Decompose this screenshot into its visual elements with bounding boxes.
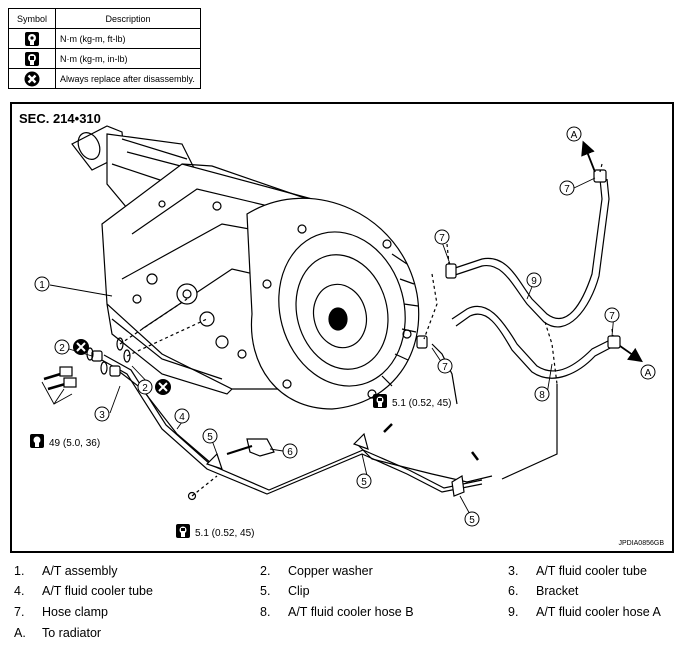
svg-text:8: 8 — [539, 390, 545, 401]
legend-item: 9.A/T fluid cooler hose A — [508, 605, 661, 619]
callout-5c: 5 — [464, 511, 480, 527]
legend-item: 1.A/T assembly — [14, 564, 118, 578]
legend-item: 2.Copper washer — [260, 564, 373, 578]
svg-text:7: 7 — [442, 362, 448, 373]
callout-7b: 7 — [434, 229, 450, 245]
torque-wrench-small-icon — [25, 51, 39, 66]
figure-code: JPDIA0856GB — [618, 540, 664, 547]
svg-text:5: 5 — [361, 477, 367, 488]
callout-2b: 2 — [137, 379, 153, 395]
torque-label-5-1-lower: 5.1 (0.52, 45) — [176, 524, 254, 539]
legend-item: 6.Bracket — [508, 584, 579, 598]
description-cell: N·m (kg-m, ft-lb) — [55, 28, 201, 49]
replace-x-icon — [73, 339, 89, 355]
svg-text:7: 7 — [439, 233, 445, 244]
callout-1: 1 — [34, 276, 50, 292]
symbol-cell — [8, 48, 56, 69]
legend-item: 8.A/T fluid cooler hose B — [260, 605, 414, 619]
transmission-drawing: 1 2 2 3 4 5 5 5 6 7 7 7 7 8 9 A A — [30, 125, 656, 539]
description-cell: Always replace after disassembly. — [55, 68, 201, 89]
callout-2a: 2 — [54, 339, 70, 355]
svg-text:5: 5 — [207, 432, 213, 443]
svg-text:4: 4 — [179, 412, 185, 423]
leader-lines — [41, 177, 615, 519]
legend-item: A.To radiator — [14, 626, 102, 640]
svg-text:7: 7 — [609, 311, 615, 322]
svg-text:9: 9 — [531, 276, 537, 287]
cooler-tubes — [43, 298, 493, 501]
svg-text:2: 2 — [59, 343, 65, 354]
svg-text:5.1 (0.52, 45): 5.1 (0.52, 45) — [195, 528, 254, 539]
svg-text:6: 6 — [287, 447, 293, 458]
callout-8: 8 — [534, 386, 550, 402]
callouts: 1 2 2 3 4 5 5 5 6 7 7 7 7 8 9 A A — [34, 126, 656, 527]
svg-text:5: 5 — [469, 515, 475, 526]
svg-text:2: 2 — [142, 383, 148, 394]
diagram-frame: SEC. 214•310 JPDIA0856GB — [10, 102, 674, 553]
svg-text:49 (5.0, 36): 49 (5.0, 36) — [49, 438, 100, 449]
callout-5a: 5 — [202, 428, 218, 444]
svg-text:5.1 (0.52, 45): 5.1 (0.52, 45) — [392, 398, 451, 409]
callout-4: 4 — [174, 408, 190, 424]
legend-item: 3.A/T fluid cooler tube — [508, 564, 647, 578]
callout-A1: A — [566, 126, 582, 142]
torque-label-49: 49 (5.0, 36) — [30, 434, 100, 449]
svg-text:A: A — [571, 130, 578, 141]
callout-7c: 7 — [604, 307, 620, 323]
legend-item: 4.A/T fluid cooler tube — [14, 584, 153, 598]
callout-6: 6 — [282, 443, 298, 459]
at-assembly-drawing — [71, 125, 420, 410]
legend-item: 5.Clip — [260, 584, 310, 598]
svg-text:A: A — [645, 368, 652, 379]
svg-text:1: 1 — [39, 280, 45, 291]
callout-7a: 7 — [559, 180, 575, 196]
symbol-table: Symbol Description N·m (kg-m, ft-lb) N·m… — [8, 8, 201, 89]
callout-7d: 7 — [437, 358, 453, 374]
torque-wrench-icon — [25, 31, 39, 46]
svg-text:7: 7 — [564, 184, 570, 195]
svg-text:3: 3 — [99, 410, 105, 421]
legend-item: 7.Hose clamp — [14, 605, 108, 619]
section-title: SEC. 214•310 — [19, 111, 101, 126]
description-cell: N·m (kg-m, in-lb) — [55, 48, 201, 69]
callout-3: 3 — [94, 406, 110, 422]
replace-x-icon — [155, 379, 171, 395]
symbol-header: Symbol — [8, 8, 56, 29]
symbol-cell — [8, 28, 56, 49]
callout-A2: A — [640, 364, 656, 380]
symbol-cell — [8, 68, 56, 89]
callout-9: 9 — [526, 272, 542, 288]
replace-x-icon — [24, 71, 40, 86]
torque-label-5-1-upper: 5.1 (0.52, 45) — [373, 394, 451, 409]
description-header: Description — [55, 8, 201, 29]
callout-5b: 5 — [356, 473, 372, 489]
